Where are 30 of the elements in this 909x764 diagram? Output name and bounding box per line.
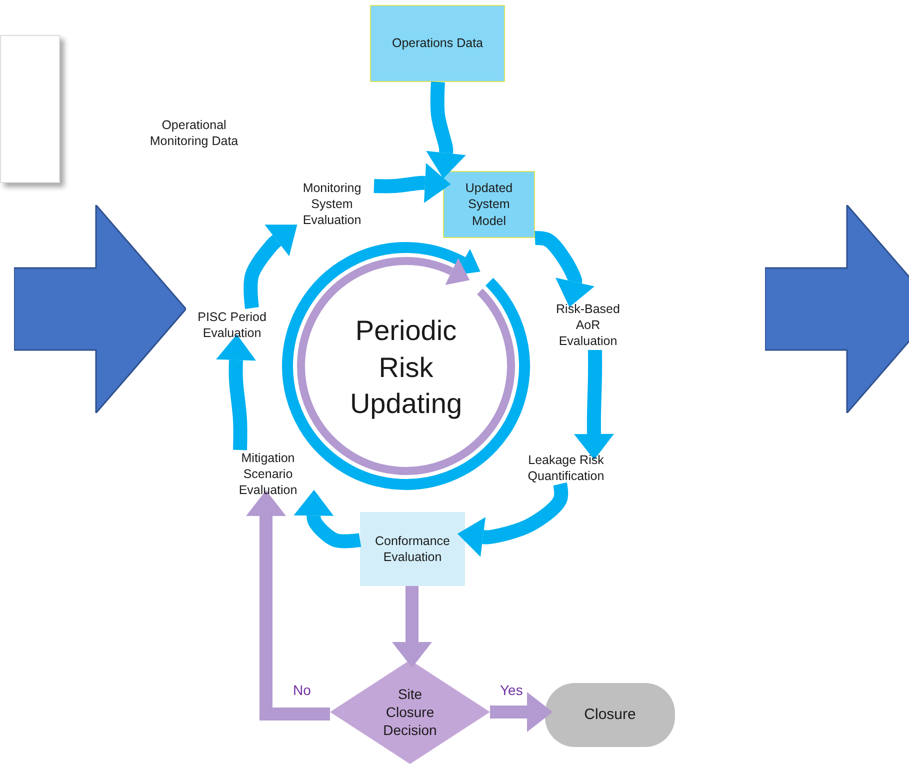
process-box [360,512,465,586]
node-text: Mitigation Scenario Evaluation [238,450,298,498]
node-text: Risk-Based AoR Evaluation [555,300,621,350]
arrow [490,692,553,732]
edge-label: No [293,682,311,698]
node-text: PISC Period Evaluation [196,308,268,342]
process-box [370,5,505,82]
arrow [246,490,330,720]
node-text: Closure [584,705,636,725]
note-text: Operational Monitoring Data [148,117,240,150]
node-text: Conformance Evaluation [374,532,452,566]
node-text: Site Closure Decision [382,684,438,740]
arrow [392,586,432,668]
decision-diamond [330,660,490,764]
node-text: Leakage Risk Quantification [526,452,606,484]
title-text: Periodic Risk Updating [348,314,464,422]
node-text: Monitoring System Evaluation [302,180,362,228]
node-text: Updated System Model [464,180,514,229]
edge-label: Yes [500,682,523,698]
arrow [574,350,614,460]
arrow [374,163,451,203]
arrow [216,334,256,450]
node-text: Operations Data [392,35,484,52]
arrow [426,82,466,179]
terminal-box [545,683,675,747]
block-arrow [765,205,909,413]
blank-box [0,35,60,183]
process-box [443,171,535,238]
direction-arrow [296,256,516,476]
block-arrow [14,205,186,413]
